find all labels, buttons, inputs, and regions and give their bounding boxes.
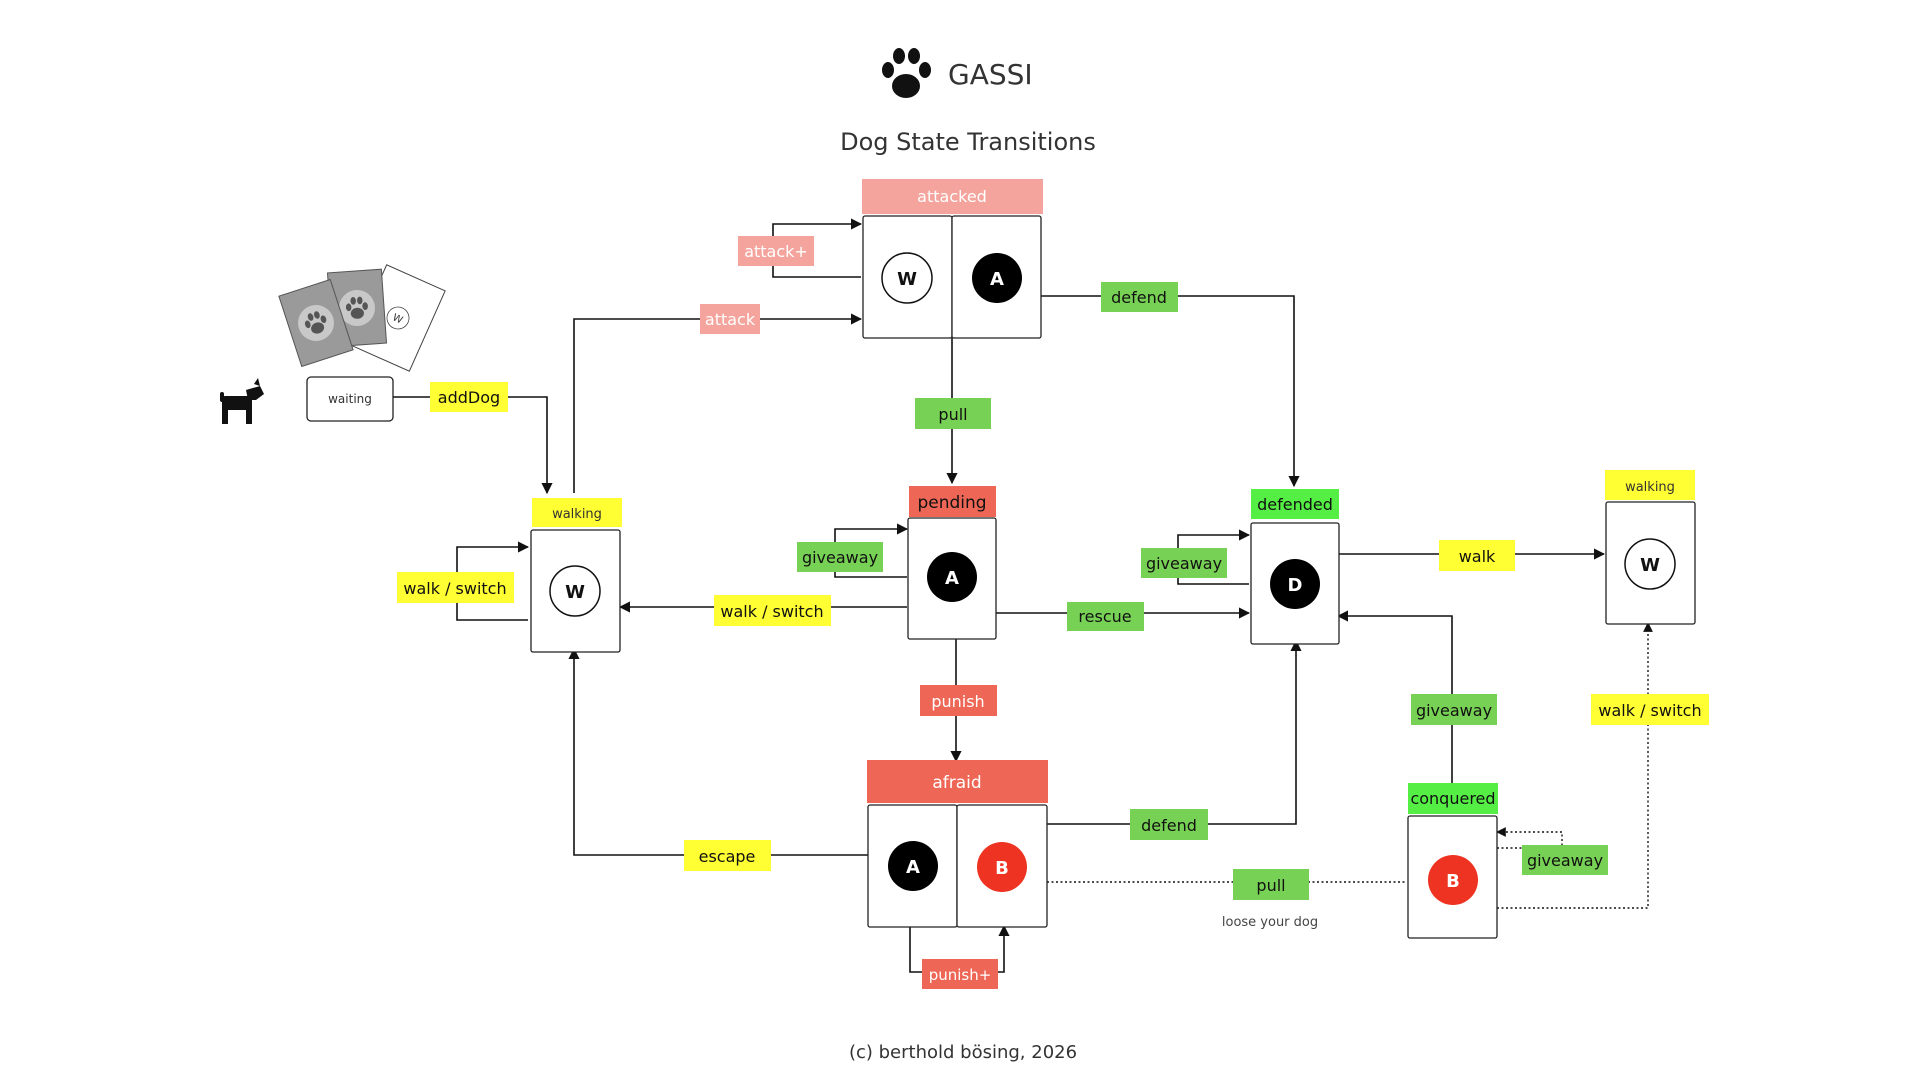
- card-w-token: W: [391, 312, 405, 326]
- state-walking-left: walking W: [530, 498, 622, 653]
- transition-rescue-label: rescue: [1078, 607, 1131, 626]
- transition-defend-afraid: defend: [1130, 809, 1208, 840]
- state-conquered: conquered B: [1407, 783, 1498, 939]
- dog-icon: [220, 378, 264, 424]
- transition-defend-afraid-label: defend: [1141, 816, 1197, 835]
- state-waiting: waiting: [306, 376, 394, 422]
- paw-icon: [882, 48, 931, 98]
- transition-giveaway-conquered-up-label: giveaway: [1416, 701, 1492, 720]
- footer-copyright: (c) berthold bösing, 2026: [849, 1042, 1077, 1063]
- transition-walk-switch-left: walk / switch: [397, 572, 514, 603]
- edge-attack: [573, 313, 863, 493]
- transition-walk-switch-left-label: walk / switch: [403, 579, 506, 598]
- transition-adddog: addDog: [430, 382, 508, 412]
- transition-giveaway-pending-label: giveaway: [802, 548, 878, 567]
- transition-escape-label: escape: [699, 847, 756, 866]
- state-afraid-token-b: B: [995, 858, 1009, 879]
- state-defended-token-d: D: [1288, 575, 1303, 596]
- state-walking-right-label: walking: [1625, 480, 1675, 495]
- transition-giveaway-conquered-up: giveaway: [1411, 694, 1497, 725]
- transition-walk-switch-right-label: walk / switch: [1598, 701, 1701, 720]
- state-walking-right-token: W: [1640, 555, 1660, 576]
- transition-giveaway-conquered-self: giveaway: [1522, 845, 1608, 875]
- state-walking-left-token: W: [565, 582, 585, 603]
- transition-pull-afraid-label: pull: [1256, 876, 1285, 895]
- state-defended: defended D: [1250, 489, 1340, 645]
- state-attacked-token-a: A: [990, 269, 1004, 290]
- page-subtitle: Dog State Transitions: [840, 128, 1096, 156]
- transition-attack-plus: attack+: [738, 236, 814, 266]
- transition-walk-switch-right: walk / switch: [1591, 694, 1709, 725]
- transition-punish-plus-label: punish+: [929, 966, 992, 984]
- page-title: GASSI: [948, 58, 1033, 91]
- transition-walk-label: walk: [1459, 547, 1496, 566]
- state-afraid-label: afraid: [932, 773, 981, 793]
- state-walking-left-label: walking: [552, 507, 602, 522]
- transition-punish-label: punish: [931, 692, 984, 711]
- transition-attack: attack: [700, 304, 760, 334]
- transition-pull-afraid: pull: [1233, 869, 1309, 900]
- transition-pull-top: pull: [915, 398, 991, 429]
- transition-escape: escape: [684, 840, 771, 871]
- transition-giveaway-defended: giveaway: [1141, 548, 1227, 578]
- transition-walk-switch-pending: walk / switch: [714, 595, 831, 626]
- state-pending: pending A: [907, 486, 997, 640]
- transition-walk: walk: [1439, 540, 1515, 571]
- edge-escape: [568, 647, 868, 856]
- transition-walk-switch-pending-label: walk / switch: [720, 602, 823, 621]
- transition-giveaway-defended-label: giveaway: [1146, 554, 1222, 573]
- edge-giveaway-conquered-up: [1336, 610, 1453, 783]
- edge-defend-top: [1041, 295, 1300, 488]
- state-conquered-token-b: B: [1446, 871, 1460, 892]
- edge-walk-switch-right: [1497, 622, 1653, 909]
- transition-defend-top-label: defend: [1111, 288, 1167, 307]
- transition-attack-label: attack: [705, 310, 756, 329]
- transition-pull-top-label: pull: [938, 405, 967, 424]
- transition-punish-plus: punish+: [922, 959, 998, 989]
- transition-attack-plus-label: attack+: [744, 242, 808, 261]
- transition-rescue: rescue: [1067, 602, 1144, 631]
- transition-giveaway-conquered-self-label: giveaway: [1527, 851, 1603, 870]
- state-waiting-label: waiting: [328, 392, 372, 406]
- transition-punish: punish: [920, 685, 997, 716]
- state-walking-right: walking W: [1605, 470, 1696, 625]
- transition-giveaway-pending: giveaway: [797, 542, 883, 572]
- state-pending-token-a: A: [945, 568, 959, 589]
- transition-defend-top: defend: [1101, 282, 1178, 312]
- cards-icon: W: [278, 264, 446, 372]
- state-attacked: attacked W A: [862, 179, 1043, 339]
- transition-adddog-label: addDog: [438, 388, 500, 407]
- edge-defend-afraid: [1047, 639, 1302, 825]
- state-defended-label: defended: [1257, 495, 1333, 514]
- state-conquered-label: conquered: [1410, 789, 1495, 808]
- state-attacked-token-w: W: [897, 269, 917, 290]
- state-afraid-token-a: A: [906, 857, 920, 878]
- state-attacked-label: attacked: [917, 187, 987, 206]
- note-loose-your-dog: loose your dog: [1222, 915, 1318, 930]
- state-pending-label: pending: [917, 493, 986, 513]
- state-afraid: afraid A B: [867, 760, 1048, 928]
